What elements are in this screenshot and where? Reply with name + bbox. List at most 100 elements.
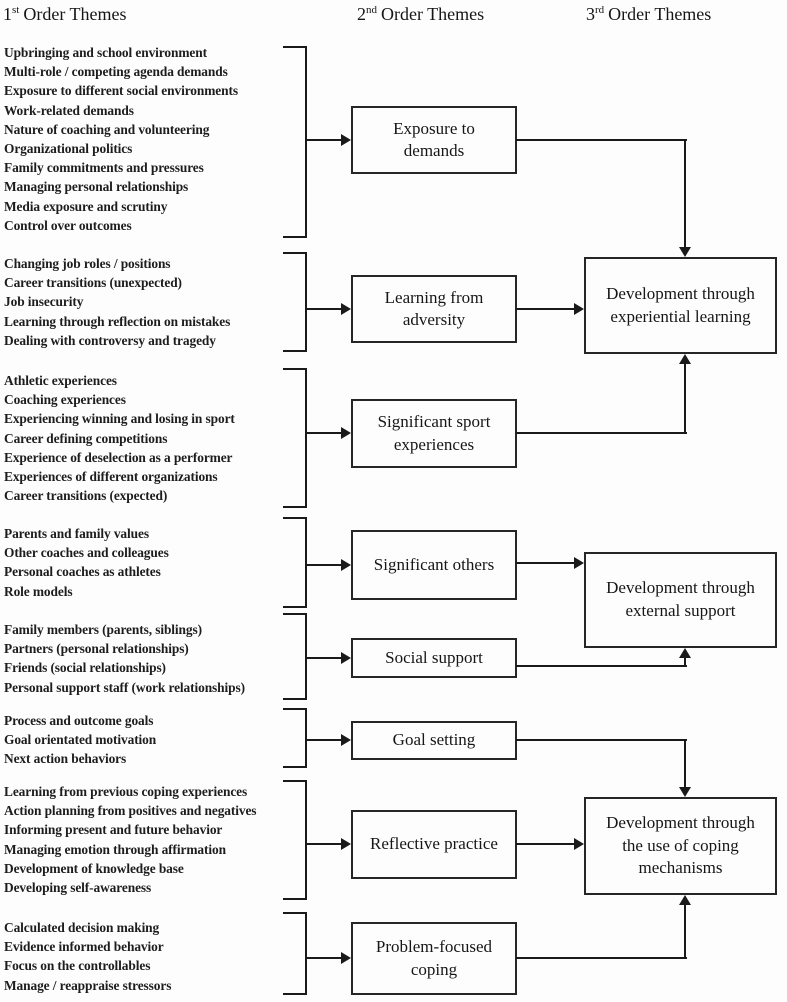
arrow-line (305, 957, 342, 959)
group-bracket-7 (283, 780, 307, 900)
connector-line (684, 740, 686, 788)
first-order-theme: Personal coaches as athletes (4, 564, 161, 580)
first-order-theme: Developing self-awareness (4, 880, 152, 896)
first-order-group-5: Family members (parents, siblings) Partn… (4, 620, 292, 697)
first-order-theme: Focus on the controllables (4, 958, 151, 974)
arrow-head-up (679, 648, 691, 658)
first-order-theme: Next action behaviors (4, 751, 127, 767)
first-order-theme: Role models (4, 583, 73, 599)
connector-line (516, 957, 687, 959)
arrow-line (305, 139, 342, 141)
arrow-line (305, 843, 342, 845)
arrow-head-right (574, 303, 584, 315)
connector-line (684, 140, 686, 248)
arrow-head-up (679, 895, 691, 905)
header-ordinal-suffix: rd (595, 4, 605, 16)
first-order-theme: Experiencing winning and losing in sport (4, 411, 235, 427)
arrow-head-down (679, 787, 691, 797)
arrow-head-right (341, 952, 351, 964)
third-order-label: Development through external support (606, 578, 755, 620)
first-order-theme: Manage / reappraise stressors (4, 977, 172, 993)
arrow-head-up (679, 354, 691, 364)
first-order-theme: Control over outcomes (4, 217, 132, 233)
connector-line (684, 904, 686, 958)
first-order-theme: Nature of coaching and volunteering (4, 121, 210, 137)
column-header-second-order: 2nd Order Themes (357, 4, 484, 25)
arrow-head-right (341, 734, 351, 746)
first-order-theme: Career defining competitions (4, 430, 168, 446)
first-order-theme: Managing personal relationships (4, 179, 189, 195)
connector-line (516, 739, 687, 741)
group-bracket-4 (283, 517, 307, 608)
arrow-head-right (341, 652, 351, 664)
arrow-line (305, 657, 342, 659)
arrow-head-right (341, 838, 351, 850)
second-order-label: Significant sport experiences (377, 412, 491, 454)
connector-line (516, 308, 575, 310)
first-order-group-2: Changing job roles / positions Career tr… (4, 254, 292, 350)
second-order-box-goal-setting: Goal setting (351, 721, 517, 760)
arrow-head-right (574, 838, 584, 850)
first-order-theme: Learning through reflection on mistakes (4, 313, 231, 329)
first-order-theme: Exposure to different social environment… (4, 83, 238, 99)
first-order-group-7: Learning from previous coping experience… (4, 782, 292, 897)
header-ordinal-suffix: nd (366, 4, 377, 16)
second-order-box-problem-focused-coping: Problem-focused coping (351, 922, 517, 995)
first-order-theme: Coaching experiences (4, 392, 126, 408)
header-label: Order Themes (608, 4, 712, 24)
arrow-head-right (341, 559, 351, 571)
first-order-group-6: Process and outcome goals Goal orientate… (4, 711, 292, 769)
arrow-line (305, 308, 342, 310)
third-order-label: Development through experiential learnin… (606, 283, 755, 326)
first-order-group-4: Parents and family values Other coaches … (4, 524, 292, 601)
first-order-theme: Career transitions (unexpected) (4, 275, 182, 291)
first-order-theme: Personal support staff (work relationshi… (4, 679, 245, 695)
first-order-theme: Managing emotion through affirmation (4, 841, 226, 857)
first-order-theme: Friends (social relationships) (4, 660, 166, 676)
arrow-line (305, 564, 342, 566)
second-order-box-exposure-to-demands: Exposure to demands (351, 106, 517, 174)
first-order-theme: Family commitments and pressures (4, 160, 204, 176)
header-label: Order Themes (23, 4, 127, 24)
second-order-label: Exposure to demands (393, 118, 475, 160)
connector-line (516, 432, 687, 434)
first-order-theme: Dealing with controversy and tragedy (4, 332, 216, 348)
first-order-group-1: Upbringing and school environment Multi-… (4, 43, 292, 235)
first-order-theme: Career transitions (expected) (4, 488, 168, 504)
first-order-theme: Work-related demands (4, 102, 134, 118)
first-order-theme: Organizational politics (4, 141, 133, 157)
first-order-theme: Action planning from positives and negat… (4, 803, 257, 819)
second-order-box-significant-sport-experiences: Significant sport experiences (351, 399, 517, 468)
first-order-theme: Evidence informed behavior (4, 939, 164, 955)
first-order-theme: Job insecurity (4, 294, 84, 310)
first-order-theme: Calculated decision making (4, 920, 160, 935)
header-number: 2 (357, 4, 366, 24)
arrow-head-right (341, 303, 351, 315)
second-order-box-social-support: Social support (351, 638, 517, 678)
connector-line (516, 139, 687, 141)
first-order-group-3: Athletic experiences Coaching experience… (4, 371, 292, 505)
second-order-label: Reflective practice (370, 834, 498, 854)
connector-line (516, 665, 687, 667)
connector-line (684, 363, 686, 433)
connector-line (516, 562, 575, 564)
header-label: Order Themes (381, 4, 485, 24)
arrow-line (305, 739, 342, 741)
group-bracket-5 (283, 613, 307, 700)
first-order-theme: Multi-role / competing agenda demands (4, 64, 228, 80)
third-order-label: Development through the use of coping me… (606, 812, 755, 878)
first-order-theme: Process and outcome goals (4, 713, 154, 728)
first-order-group-8: Calculated decision making Evidence info… (4, 918, 292, 995)
first-order-theme: Informing present and future behavior (4, 822, 223, 838)
group-bracket-3 (283, 368, 307, 508)
connector-line (516, 843, 575, 845)
arrow-head-right (574, 557, 584, 569)
first-order-theme: Changing job roles / positions (4, 256, 171, 271)
second-order-label: Social support (385, 647, 483, 667)
second-order-label: Learning from adversity (384, 287, 484, 329)
first-order-theme: Experience of deselection as a performer (4, 449, 233, 465)
first-order-theme: Media exposure and scrutiny (4, 198, 168, 214)
first-order-theme: Learning from previous coping experience… (4, 784, 248, 799)
